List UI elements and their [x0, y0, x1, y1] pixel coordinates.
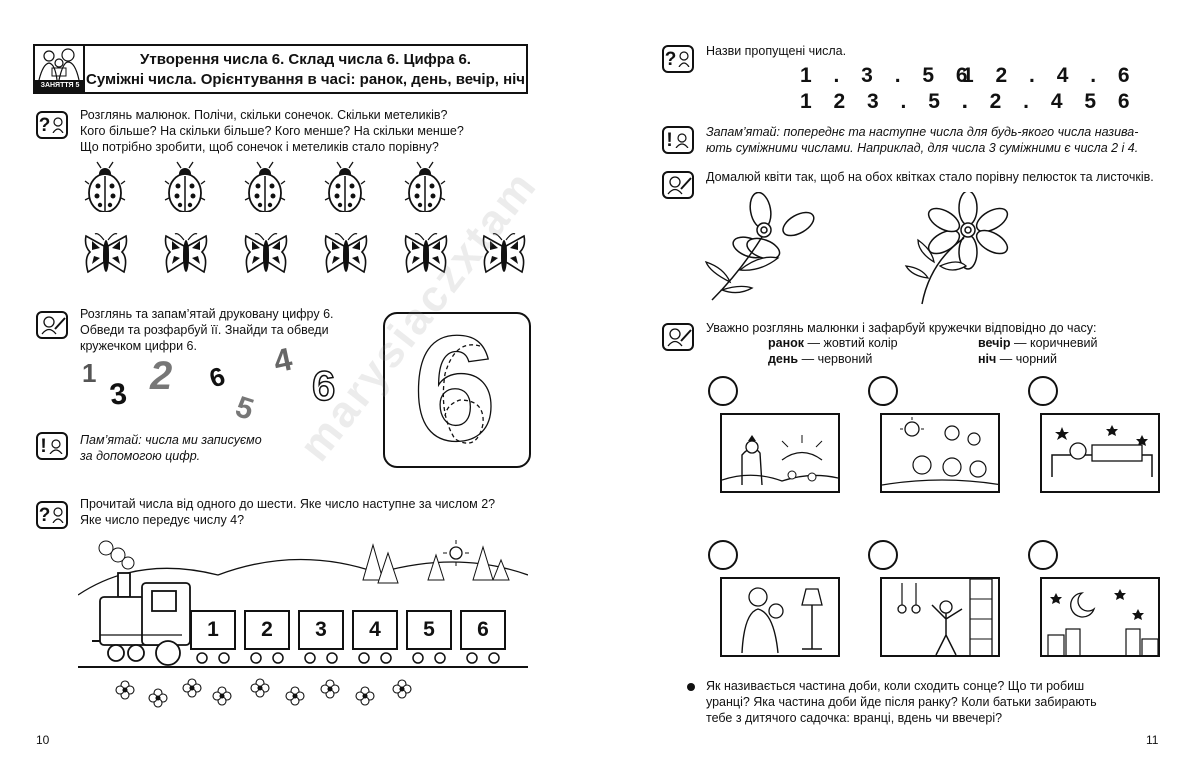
remember-text: Пам’ятай: числа ми записуємо за допомого…	[80, 432, 340, 464]
remember-right-text: Запам’ятай: попереднє та наступне числа …	[706, 124, 1176, 156]
butterflies-row	[84, 232, 526, 273]
wagon-2: 2	[244, 610, 290, 650]
lesson-title-line2: Суміжні числа. Орієнтування в часі: рано…	[85, 71, 526, 88]
task3-text: Прочитай числа від одного до шести. Яке …	[80, 496, 500, 528]
lesson-tag: ЗАНЯТТЯ 5	[35, 80, 85, 92]
wagon-6: 6	[460, 610, 506, 650]
family-illustration: ЗАНЯТТЯ 5	[35, 46, 85, 92]
two-flowers	[704, 192, 1009, 305]
task2-text: Розглянь та запам’ятай друковану цифру 6…	[80, 306, 370, 354]
bottom-question: Як називається частина доби, коли сходит…	[706, 678, 1176, 726]
page-number-left: 10	[36, 733, 50, 747]
legend-word: ніч	[978, 352, 997, 366]
question-icon: ?	[36, 501, 68, 529]
scene-night-bed	[1040, 413, 1160, 493]
scene-day-flowers	[880, 413, 1000, 493]
bottom-question-line: Як називається частина доби, коли сходит…	[706, 679, 1085, 693]
color-circle-2[interactable]	[868, 376, 898, 406]
pencil-kid-icon	[662, 323, 694, 351]
task1-text: Розглянь малюнок. Полічи, скільки сонечо…	[80, 107, 480, 155]
color-circle-6[interactable]	[1028, 540, 1058, 570]
color-circle-4[interactable]	[708, 540, 738, 570]
legend-day: день — червоний	[768, 351, 872, 367]
wagons-row: 1 2 3 4 5 6	[190, 610, 510, 670]
wagon-3: 3	[298, 610, 344, 650]
sequence-4: . 2 . 4 5 6	[962, 90, 1138, 113]
color-circle-5[interactable]	[868, 540, 898, 570]
missing-task-text: Назви пропущені числа.	[706, 44, 847, 58]
remember-line: за допомогою цифр.	[80, 449, 201, 463]
digit-6-outline: 6	[311, 361, 336, 410]
task3-line: Прочитай числа від одного до шести. Яке …	[80, 497, 496, 511]
legend-night: ніч — чорний	[978, 351, 1057, 367]
bullet-icon	[687, 683, 695, 691]
bottom-question-line: тебе з дитячого садочка: вранці, вдень ч…	[706, 711, 1003, 725]
small-flowers	[115, 678, 412, 708]
task1-line: Що потрібно зробити, щоб сонечок і метел…	[80, 140, 439, 154]
task2-line: Обведи та розфарбуй її. Знайди та обведи	[80, 323, 329, 337]
flowers-task-text: Домалюй квіти так, щоб на обох квітках с…	[706, 170, 1154, 184]
wagon-1: 1	[190, 610, 236, 650]
digit-2: 2	[150, 354, 173, 398]
legend-word: день	[768, 352, 799, 366]
wagon-5: 5	[406, 610, 452, 650]
legend-evening: вечір — коричневий	[978, 335, 1097, 351]
page-number-right: 11	[1146, 733, 1159, 747]
task1-line: Кого більше? На скільки більше? Кого мен…	[80, 124, 464, 138]
digit-5: 5	[231, 390, 258, 427]
task3-line: Яке число передує числу 4?	[80, 513, 245, 527]
task1-line: Розглянь малюнок. Полічи, скільки сонечо…	[80, 108, 448, 122]
digit-6-a: 6	[205, 360, 229, 394]
question-icon: ?	[36, 111, 68, 139]
sequence-3: 1 2 3 . 5 .	[800, 90, 976, 113]
dashed-guide	[442, 344, 484, 444]
scene-evening-grandma	[720, 577, 840, 657]
trace-digit-box: 6	[383, 307, 531, 469]
remember-line: ють суміжними числами. Наприклад, для чи…	[706, 141, 1139, 155]
legend-morning: ранок — жовтий колір	[768, 335, 898, 351]
wagon-wheels	[196, 652, 500, 664]
pencil-kid-icon	[36, 311, 68, 339]
color-circle-3[interactable]	[1028, 376, 1058, 406]
remember-line: Пам’ятай: числа ми записуємо	[80, 433, 262, 447]
scene-morning-rooster	[720, 413, 840, 493]
lesson-title-line1: Утворення числа 6. Склад числа 6. Цифра …	[140, 51, 471, 68]
time-task-text: Уважно розглянь малюнки і зафарбуй круже…	[706, 321, 1097, 335]
exclamation-icon: !	[662, 126, 694, 154]
bottom-question-line: уранці? Яка частина доби йде після ранку…	[706, 695, 1097, 709]
left-page: ЗАНЯТТЯ 5 Утворення числа 6. Склад числа…	[33, 44, 531, 747]
pencil-kid-icon	[662, 171, 694, 199]
sequence-1: 1 . 3 . 5 6	[800, 64, 976, 87]
legend-color: — червоний	[798, 352, 873, 366]
color-circle-1[interactable]	[708, 376, 738, 406]
ladybugs-row	[84, 161, 446, 212]
scene-morning-exercise	[880, 577, 1000, 657]
legend-color: — жовтий колір	[804, 336, 898, 350]
scene-night-city	[1040, 577, 1160, 657]
wagon-4: 4	[352, 610, 398, 650]
digit-3: 3	[107, 377, 129, 413]
legend-color: — коричневий	[1010, 336, 1098, 350]
legend-word: вечір	[978, 336, 1011, 350]
right-page: ? Назви пропущені числа. 1 . 3 . 5 6 1 2…	[600, 0, 1200, 780]
exclamation-icon: !	[36, 432, 68, 460]
digit-1: 1	[82, 358, 97, 388]
trace-digit-6: 6	[412, 304, 497, 472]
task2-line: Розглянь та запам’ятай друковану цифру 6…	[80, 307, 334, 321]
legend-word: ранок	[768, 336, 805, 350]
legend-color: — чорний	[996, 352, 1058, 366]
remember-line: Запам’ятай: попереднє та наступне числа …	[706, 125, 1139, 139]
lesson-header: ЗАНЯТТЯ 5 Утворення числа 6. Склад числа…	[33, 44, 528, 94]
task2-line: кружечком цифри 6.	[80, 339, 197, 353]
question-icon: ?	[662, 45, 694, 73]
lesson-title: Утворення числа 6. Склад числа 6. Цифра …	[85, 50, 526, 90]
sequence-2: 1 2 . 4 . 6	[962, 64, 1138, 87]
